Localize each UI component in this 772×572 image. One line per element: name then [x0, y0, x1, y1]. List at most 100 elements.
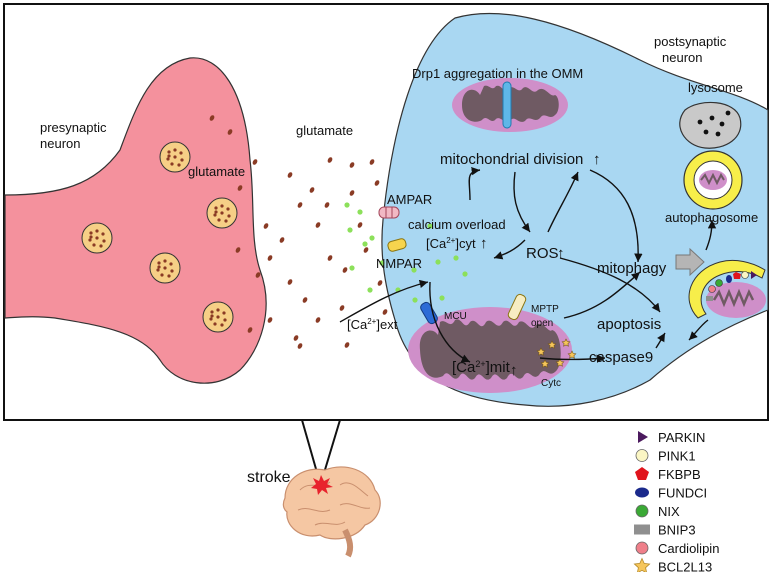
calcium-ion — [349, 265, 355, 271]
glutamate-dot — [209, 115, 215, 121]
glutamate-dot — [344, 342, 350, 348]
vesicle — [202, 301, 234, 333]
glutamate-dot — [382, 309, 388, 315]
mptp-pore — [507, 293, 527, 321]
caspase9-label: caspase9 — [589, 349, 653, 366]
legend-symbols — [633, 431, 651, 572]
calcium-ion — [369, 235, 375, 241]
glutamate-dot — [374, 180, 380, 186]
glutamate-dot — [339, 305, 345, 311]
glutamate-dot — [349, 162, 355, 168]
glutamate-dot — [287, 172, 293, 178]
cardiolipin-legend-icon — [635, 541, 649, 555]
legend: PARKINPINK1FKBPBFUNDCINIXBNIP3Cardiolipi… — [658, 430, 719, 572]
mptp-label-line2: open — [531, 318, 553, 329]
lysosome — [679, 101, 742, 149]
glutamate-vesicle-label: glutamate — [188, 164, 245, 179]
cytc-star — [547, 340, 557, 349]
glutamate-dot — [315, 222, 321, 228]
cytc-star — [555, 358, 565, 367]
legend-label: PARKIN — [658, 430, 705, 445]
calcium-ion — [439, 295, 445, 301]
vesicle — [81, 222, 113, 254]
phagophore-crescent — [688, 259, 766, 319]
glutamate-dot — [263, 223, 269, 229]
lysosome-body — [679, 101, 742, 149]
glutamate-dot — [297, 343, 303, 349]
calcium-overload-label: calcium overload — [408, 217, 506, 232]
legend-label: BNIP3 — [658, 523, 696, 538]
ca-ext-label: [Ca2+]ext — [347, 317, 398, 332]
parkin-legend-icon — [638, 431, 648, 443]
glutamate-dot — [315, 317, 321, 323]
glutamate-dot — [363, 247, 369, 253]
big-mito-cristae — [419, 319, 561, 380]
glutamate-dot — [327, 157, 333, 163]
glutamate-dot — [247, 327, 253, 333]
cytc-star — [540, 359, 550, 368]
lysosome-label: lysosome — [688, 80, 743, 95]
glutamate-dot — [327, 255, 333, 261]
calcium-ion — [411, 267, 417, 273]
ros-arrow: ↑ — [557, 245, 565, 262]
mitophagy-block-arrow — [675, 247, 705, 277]
mcu-channel — [420, 301, 438, 325]
calcium-ion — [412, 297, 418, 303]
glutamate-dot — [297, 202, 303, 208]
glutamate-dot — [324, 202, 330, 208]
legend-label: FUNDCI — [658, 486, 707, 501]
glutamate-dot — [267, 317, 273, 323]
cytc-star — [567, 350, 577, 359]
ca-mit-label: [Ca2+]mit — [452, 359, 511, 376]
vesicle — [149, 252, 181, 284]
mcu-label: MCU — [444, 311, 467, 322]
ampar-label: AMPAR — [387, 192, 432, 207]
glutamate-dot — [349, 190, 355, 196]
vesicle — [159, 141, 191, 173]
glutamate-dot — [377, 280, 383, 286]
glutamate-dot — [227, 129, 233, 135]
mptp-label-line1: MPTP — [531, 304, 559, 315]
calcium-ion — [462, 271, 468, 277]
postsynaptic-label-line2: neuron — [662, 50, 702, 65]
pathway-arrows — [339, 166, 717, 363]
glutamate-dot — [287, 279, 293, 285]
legend-label: Cardiolipin — [658, 541, 719, 556]
glutamate-cleft-label: glutamate — [296, 123, 353, 138]
ampar-receptor — [378, 206, 400, 219]
mito-division-arrow: ↑ — [593, 151, 601, 168]
glutamate-dot — [293, 335, 299, 341]
drp1-label: Drp1 aggregation in the OMM — [412, 66, 583, 81]
autophagosome-label: autophagosome — [665, 210, 758, 225]
autophagosome — [683, 150, 743, 210]
cytc-molecules — [536, 338, 577, 368]
legend-label: PINK1 — [658, 449, 696, 464]
cytc-star — [561, 338, 571, 347]
calcium-ion — [344, 202, 350, 208]
glutamate-dot — [237, 185, 243, 191]
cytc-star — [536, 347, 546, 356]
calcium-ion — [379, 260, 385, 266]
presynaptic-label-line1: presynaptic — [40, 120, 107, 135]
fkbpb-legend-icon — [635, 467, 649, 480]
pink1-legend-icon — [635, 449, 649, 462]
bcl2l13-legend-icon — [633, 557, 651, 572]
ca-cyt-arrow: ↑ — [480, 235, 488, 252]
nix-legend-icon — [635, 504, 649, 518]
cytc-label: Cytc — [541, 378, 561, 389]
calcium-ion — [427, 223, 433, 229]
ros-label: ROS — [526, 245, 559, 262]
postsynaptic-label-line1: postsynaptic — [654, 34, 727, 49]
apoptosis-label: apoptosis — [597, 316, 661, 333]
glutamate-dot — [302, 297, 308, 303]
bnip3-legend-icon — [634, 524, 650, 535]
calcium-ion — [357, 209, 363, 215]
main-mitochondrion — [408, 307, 572, 393]
calcium-ion — [435, 259, 441, 265]
glutamate-dot — [279, 237, 285, 243]
drp1-mitochondrion — [452, 78, 568, 132]
calcium-ion — [453, 255, 459, 261]
calcium-ion — [367, 287, 373, 293]
ca-cyt-label: [Ca2+]cyt — [426, 236, 476, 251]
